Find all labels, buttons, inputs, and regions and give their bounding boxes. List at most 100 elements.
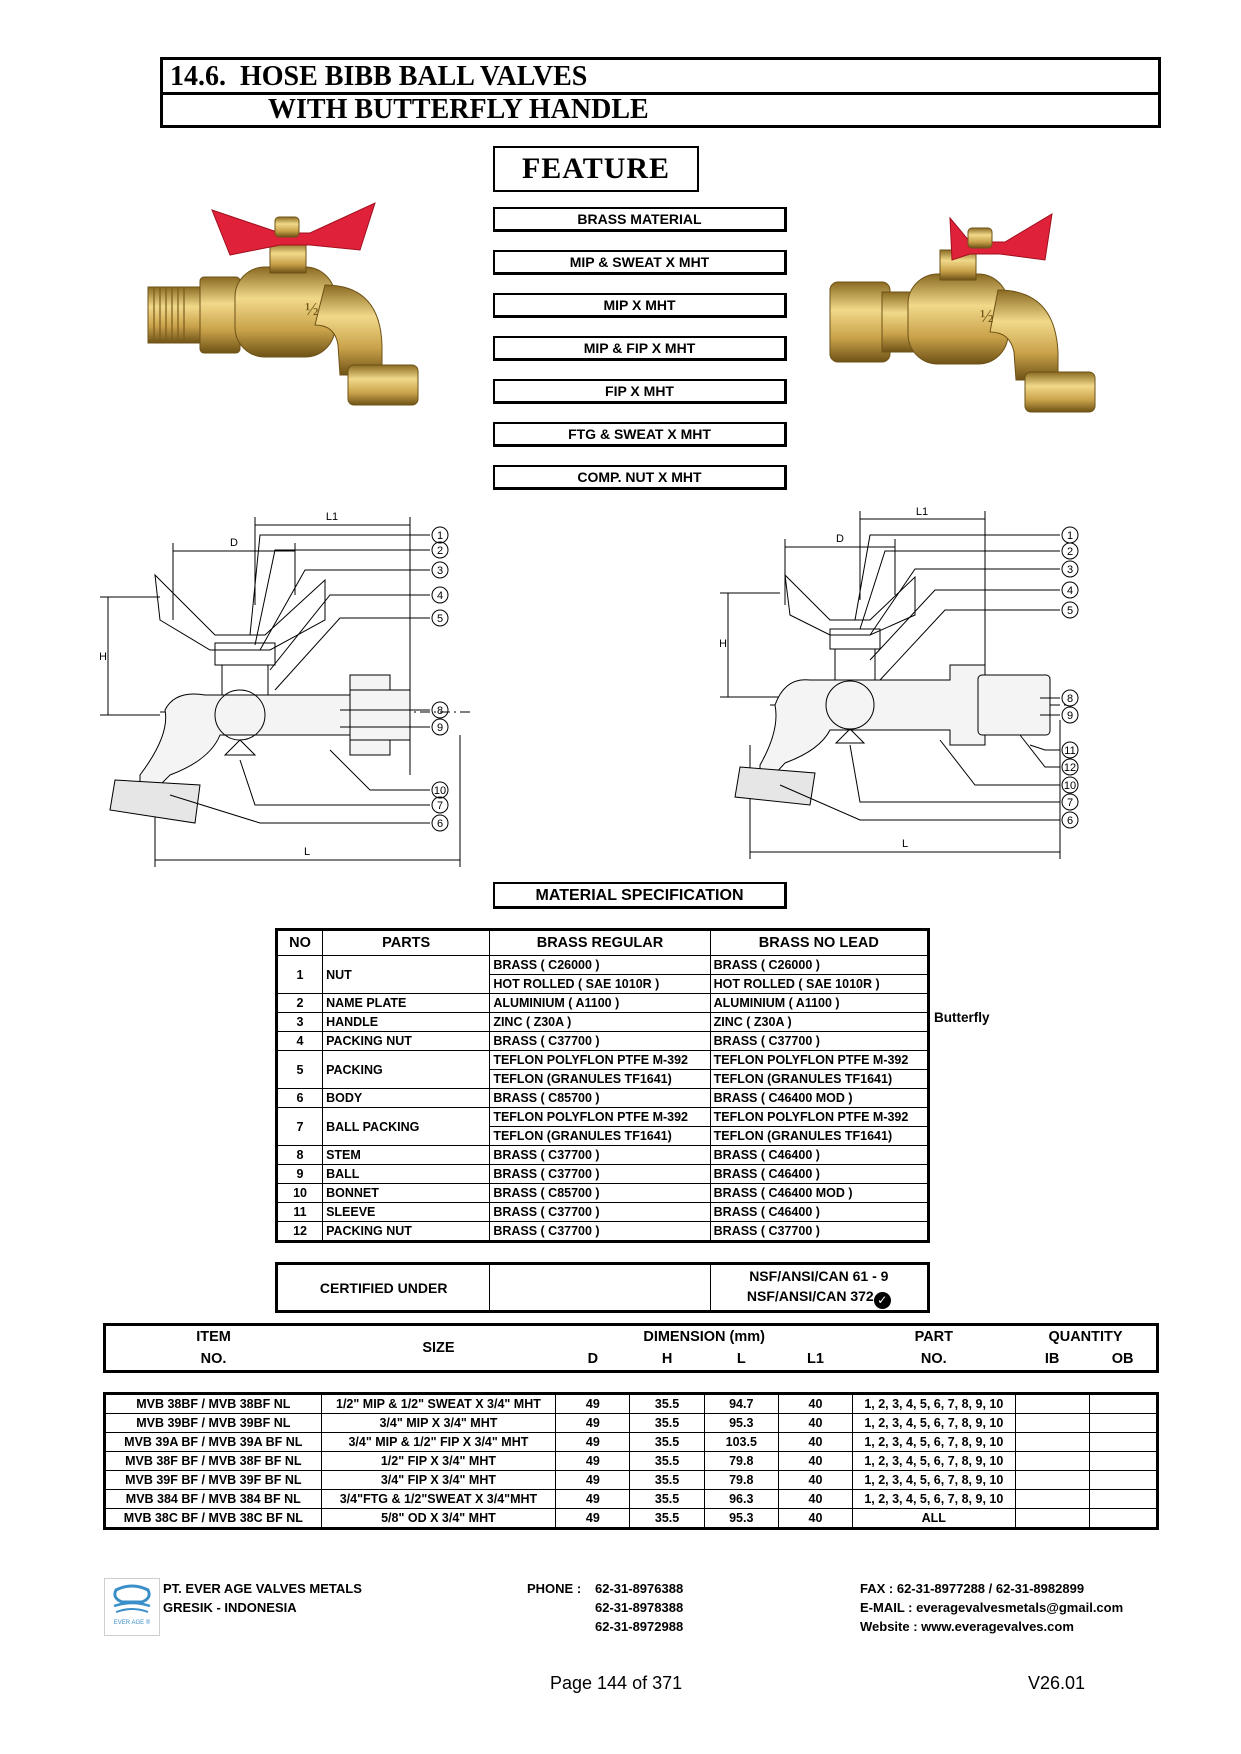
item-ob xyxy=(1088,1432,1159,1452)
table-row: 1 NUT BRASS ( C26000 ) BRASS ( C26000 ) xyxy=(275,955,930,994)
page-number: Page 144 of 371 xyxy=(550,1673,683,1693)
item-h: 35.5 xyxy=(629,1451,705,1471)
row-regular: BRASS ( C37700 ) xyxy=(489,1221,711,1242)
item-d: 49 xyxy=(555,1508,631,1529)
col-header-item: ITEM xyxy=(196,1329,231,1345)
dim-d-label: D xyxy=(230,537,238,549)
row-nolead: TEFLON POLYFLON PTFE M-392 xyxy=(709,1050,930,1070)
item-ib xyxy=(1014,1393,1090,1414)
item-d: 49 xyxy=(555,1489,631,1509)
dim-h-label: H xyxy=(100,651,107,663)
item-size: 5/8" OD X 3/4" MHT xyxy=(320,1508,557,1529)
row-no: 9 xyxy=(275,1164,324,1184)
svg-text:½: ½ xyxy=(980,306,994,326)
callout-label: 6 xyxy=(437,818,443,830)
item-l1: 40 xyxy=(777,1413,854,1433)
callout-label: 4 xyxy=(1067,585,1073,597)
dim-l-label: L xyxy=(304,846,310,858)
item-ib xyxy=(1014,1413,1090,1433)
row-nolead: ALUMINIUM ( A1100 ) xyxy=(709,993,930,1013)
item-l1: 40 xyxy=(777,1508,854,1529)
row-regular: HOT ROLLED ( SAE 1010R ) xyxy=(489,974,711,994)
item-h: 35.5 xyxy=(629,1508,705,1529)
row-regular: TEFLON (GRANULES TF1641) xyxy=(489,1069,711,1089)
callout-label: 8 xyxy=(1067,693,1073,705)
feature-item-brass-material: BRASS MATERIAL xyxy=(493,207,787,232)
col-header-item-no: NO. xyxy=(200,1351,227,1367)
item-ob xyxy=(1088,1451,1159,1471)
callout-label: 4 xyxy=(437,590,443,602)
certification-table: CERTIFIED UNDER NSF/ANSI/CAN 61 - 9 NSF/… xyxy=(275,1262,930,1313)
callout-label: 7 xyxy=(437,800,443,812)
item-part: 1, 2, 3, 4, 5, 6, 7, 8, 9, 10 xyxy=(852,1451,1016,1471)
col-header-part-no: NO. xyxy=(920,1351,947,1367)
item-ib xyxy=(1014,1451,1090,1471)
dim-d-label: D xyxy=(836,533,844,545)
row-part: STEM xyxy=(322,1145,491,1165)
technical-drawing-right: L1 D H L 1 2 3 4 5 8 9 11 12 10 7 6 xyxy=(720,506,1079,859)
items-table: MVB 38BF / MVB 38BF NL 1/2" MIP & 1/2" S… xyxy=(103,1392,1159,1530)
svg-text:½: ½ xyxy=(305,299,319,319)
row-no: 12 xyxy=(275,1221,324,1242)
callout-label: 1 xyxy=(437,530,443,542)
row-no: 4 xyxy=(275,1031,324,1051)
item-h: 35.5 xyxy=(629,1432,705,1452)
page-title-line2: WITH BUTTERFLY HANDLE xyxy=(268,94,649,125)
technical-drawing-left: L1 D H L 1 2 3 4 5 8 9 10 7 6 xyxy=(100,511,470,867)
item-size: 1/2" MIP & 1/2" SWEAT X 3/4" MHT xyxy=(320,1393,557,1414)
website-line[interactable]: Website : www.everagevalves.com xyxy=(860,1619,1074,1634)
row-nolead: BRASS ( C26000 ) xyxy=(709,955,930,975)
item-ob xyxy=(1088,1508,1159,1529)
col-header-size: SIZE xyxy=(422,1340,455,1356)
certified-under-label: CERTIFIED UNDER xyxy=(275,1263,491,1312)
row-regular: TEFLON (GRANULES TF1641) xyxy=(489,1126,711,1146)
row-regular: ALUMINIUM ( A1100 ) xyxy=(489,993,711,1013)
dim-h-label: H xyxy=(720,638,727,650)
table-header-row: NO PARTS BRASS REGULAR BRASS NO LEAD xyxy=(275,929,930,956)
item-l1: 40 xyxy=(777,1470,854,1490)
row-nolead: ZINC ( Z30A ) xyxy=(709,1012,930,1032)
thread-lines xyxy=(153,287,185,343)
check-icon: ✓ xyxy=(873,1292,891,1309)
item-no: MVB 38F BF / MVB 38F BF NL xyxy=(104,1451,322,1471)
row-regular: BRASS ( C37700 ) xyxy=(489,1164,711,1184)
row-regular: BRASS ( C37700 ) xyxy=(489,1202,711,1222)
row-nolead: TEFLON (GRANULES TF1641) xyxy=(709,1126,930,1146)
col-header-brass-no-lead: BRASS NO LEAD xyxy=(709,929,930,956)
row-nolead: BRASS ( C46400 MOD ) xyxy=(709,1088,930,1108)
item-size: 1/2" FIP X 3/4" MHT xyxy=(320,1451,557,1471)
callout-label: 6 xyxy=(1067,815,1073,827)
row-nolead: BRASS ( C37700 ) xyxy=(709,1221,930,1242)
col-header-ob: OB xyxy=(1111,1351,1134,1367)
item-part: 1, 2, 3, 4, 5, 6, 7, 8, 9, 10 xyxy=(852,1432,1016,1452)
title-box: 14.6. HOSE BIBB BALL VALVES WITH BUTTERF… xyxy=(160,57,1161,128)
item-ib xyxy=(1014,1489,1090,1509)
row-nolead: BRASS ( C37700 ) xyxy=(709,1031,930,1051)
email-line[interactable]: E-MAIL : everagevalvesmetals@gmail.com xyxy=(860,1600,1124,1615)
col-header-h: H xyxy=(661,1351,673,1367)
callout-label: 11 xyxy=(1064,745,1075,757)
row-no: 8 xyxy=(275,1145,324,1165)
phone-number-1: 62-31-8976388 xyxy=(595,1581,684,1596)
table-row: 2 NAME PLATE ALUMINIUM ( A1100 ) ALUMINI… xyxy=(275,993,930,1013)
callout-label: 5 xyxy=(1067,605,1073,617)
item-l: 103.5 xyxy=(703,1432,779,1452)
table-row: 6 BODY BRASS ( C85700 ) BRASS ( C46400 M… xyxy=(275,1088,930,1108)
callout-label: 3 xyxy=(437,565,443,577)
callout-label: 12 xyxy=(1064,762,1076,774)
feature-item-fip-x-mht: FIP X MHT xyxy=(493,379,787,404)
callout-label: 2 xyxy=(1067,546,1073,558)
feature-item-mip-sweat-x-mht: MIP & SWEAT X MHT xyxy=(493,250,787,275)
col-header-parts: PARTS xyxy=(322,929,491,956)
item-size: 3/4" MIP X 3/4" MHT xyxy=(320,1413,557,1433)
callout-label: 10 xyxy=(1064,780,1076,792)
feature-item-comp-nut-x-mht: COMP. NUT X MHT xyxy=(493,465,787,490)
row-regular: BRASS ( C37700 ) xyxy=(489,1145,711,1165)
col-header-l1: L1 xyxy=(807,1351,824,1367)
item-l: 95.3 xyxy=(703,1413,779,1433)
item-part: ALL xyxy=(852,1508,1016,1529)
row-no: 5 xyxy=(275,1050,324,1089)
row-no: 10 xyxy=(275,1183,324,1203)
row-nolead: TEFLON POLYFLON PTFE M-392 xyxy=(709,1107,930,1127)
row-regular: BRASS ( C85700 ) xyxy=(489,1088,711,1108)
